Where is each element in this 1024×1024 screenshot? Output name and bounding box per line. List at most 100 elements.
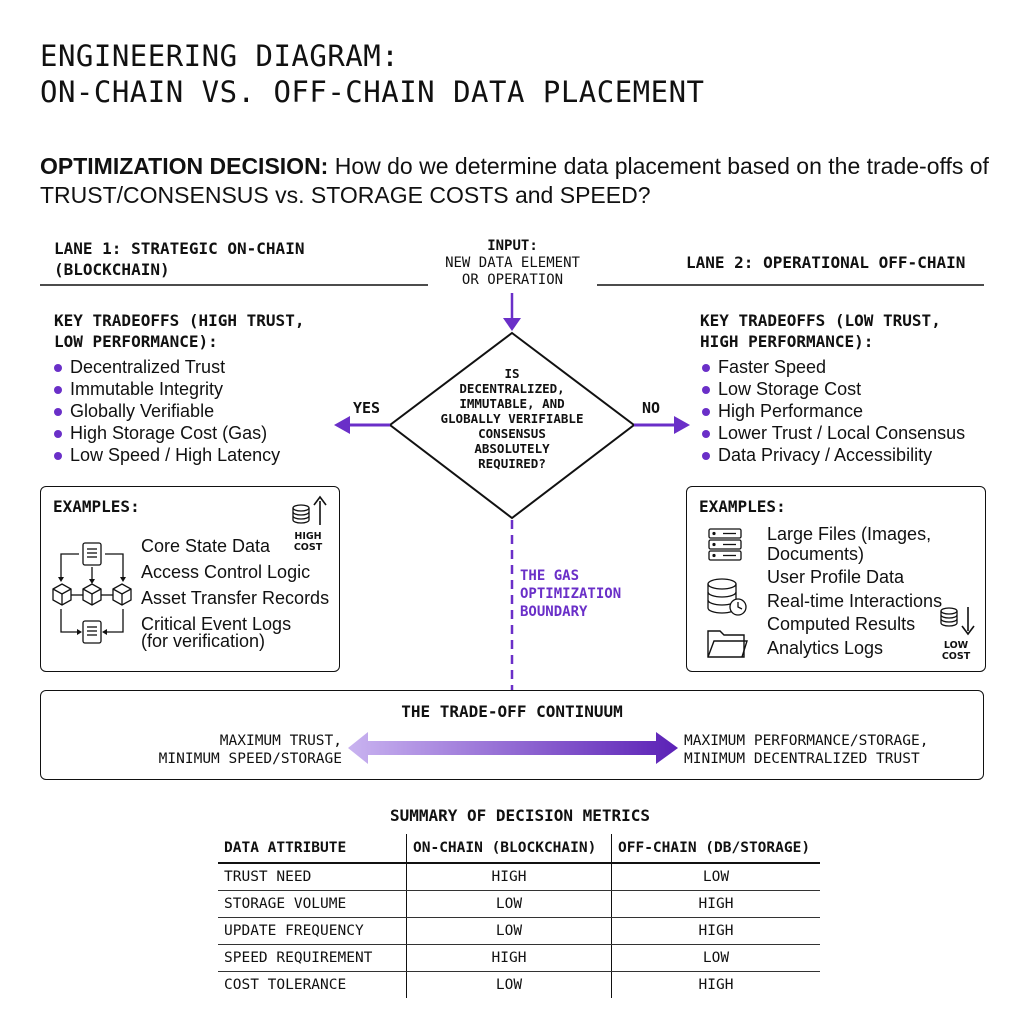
table-cell: UPDATE FREQUENCY <box>218 917 407 945</box>
gas-boundary-line3: BOUNDARY <box>520 604 588 620</box>
lane2-examples-list: Large Files (Images, Documents) User Pro… <box>767 523 942 660</box>
table-cell: STORAGE VOLUME <box>218 890 407 918</box>
list-item: Large Files (Images, <box>767 524 932 544</box>
list-item: Faster Speed <box>700 356 965 378</box>
list-item: (for verification) <box>141 631 266 651</box>
continuum-left-line2: MINIMUM SPEED/STORAGE <box>158 751 342 767</box>
decision-line: IMMUTABLE, AND <box>459 396 565 411</box>
input-label: INPUT: NEW DATA ELEMENT OR OPERATION <box>430 238 595 289</box>
list-item: Globally Verifiable <box>52 400 280 422</box>
lane2-tradeoffs-line2: HIGH PERFORMANCE): <box>700 332 874 351</box>
lane1-title: LANE 1: STRATEGIC ON-CHAIN (BLOCKCHAIN) <box>54 238 304 280</box>
lane2-tradeoffs-line1: KEY TRADEOFFS (LOW TRUST, <box>700 311 941 330</box>
yes-arrow-head <box>334 416 350 434</box>
continuum-box <box>40 690 984 780</box>
summary-table: DATA ATTRIBUTE ON-CHAIN (BLOCKCHAIN) OFF… <box>218 834 820 998</box>
continuum-left-label: MAXIMUM TRUST, MINIMUM SPEED/STORAGE <box>80 732 342 768</box>
table-cell: LOW <box>611 944 820 972</box>
lane2-title: LANE 2: OPERATIONAL OFF-CHAIN <box>686 253 966 272</box>
high-cost-badge: HIGH COST <box>287 531 329 553</box>
decision-line: REQUIRED? <box>478 456 546 471</box>
high-cost-label-2: COST <box>293 542 323 553</box>
lane1-tradeoffs-heading: KEY TRADEOFFS (HIGH TRUST, LOW PERFORMAN… <box>54 310 304 352</box>
gas-boundary-line1: THE GAS <box>520 568 580 584</box>
database-clock-icon <box>707 578 747 616</box>
folder-icon <box>707 630 748 658</box>
lane1-examples-list: Core State Data Access Control Logic Ass… <box>141 533 329 651</box>
table-row: UPDATE FREQUENCY LOW HIGH <box>218 917 820 945</box>
lane1-tradeoff-list: Decentralized Trust Immutable Integrity … <box>52 356 280 466</box>
list-item: Computed Results <box>767 614 916 634</box>
gas-boundary-line2: OPTIMIZATION <box>520 586 622 602</box>
document-icon <box>82 542 102 566</box>
table-cell: HIGH <box>698 977 734 993</box>
arrow-up-icon <box>313 495 327 525</box>
continuum-arrow <box>348 732 678 764</box>
table-cell: HIGH <box>406 863 612 891</box>
list-item: High Storage Cost (Gas) <box>52 422 280 444</box>
list-item: Lower Trust / Local Consensus <box>700 422 965 444</box>
lane1-tradeoffs-line2: LOW PERFORMANCE): <box>54 332 218 351</box>
decision-line: ABSOLUTELY <box>474 441 550 456</box>
list-item: User Profile Data <box>767 567 905 587</box>
table-cell: TRUST NEED <box>218 863 407 891</box>
list-item: Access Control Logic <box>141 562 311 582</box>
decision-question: IS DECENTRALIZED, IMMUTABLE, AND GLOBALL… <box>432 366 592 471</box>
list-item: Documents) <box>767 543 865 564</box>
title-line-2: ON-CHAIN VS. OFF-CHAIN DATA PLACEMENT <box>40 75 705 109</box>
decision-diamond <box>388 331 636 520</box>
table-cell: COST TOLERANCE <box>218 971 407 998</box>
cube-icon <box>112 583 132 606</box>
no-label: NO <box>642 399 661 417</box>
low-cost-label-2: COST <box>941 651 971 662</box>
input-line2: OR OPERATION <box>461 272 564 288</box>
continuum-right-line2: MINIMUM DECENTRALIZED TRUST <box>684 751 920 767</box>
input-arrow-head <box>503 318 521 331</box>
table-header-row: DATA ATTRIBUTE ON-CHAIN (BLOCKCHAIN) OFF… <box>218 834 820 864</box>
server-rack-icon <box>708 528 742 561</box>
continuum-title: THE TRADE-OFF CONTINUUM <box>401 702 623 721</box>
database-icon <box>940 607 958 627</box>
list-item: Data Privacy / Accessibility <box>700 444 965 466</box>
optimization-question: OPTIMIZATION DECISION: How do we determi… <box>40 152 1000 210</box>
lane1-examples-box: EXAMPLES: <box>40 486 340 672</box>
decision-line: IS <box>504 366 520 381</box>
list-item: Low Speed / High Latency <box>52 444 280 466</box>
blockchain-cluster-icon <box>52 542 132 644</box>
decision-line: DECENTRALIZED, <box>459 381 565 396</box>
low-cost-icon <box>940 607 975 636</box>
table-cell: LOW <box>406 890 612 918</box>
table-cell: HIGH <box>406 944 612 972</box>
list-item: High Performance <box>700 400 965 422</box>
table-cell: SPEED REQUIREMENT <box>218 944 407 972</box>
list-item: Core State Data <box>141 536 271 556</box>
header-cell: DATA ATTRIBUTE <box>218 834 407 864</box>
table-row: SPEED REQUIREMENT HIGH LOW <box>218 944 820 972</box>
page-title: ENGINEERING DIAGRAM: ON-CHAIN VS. OFF-CH… <box>40 38 705 110</box>
lane2-tradeoffs-heading: KEY TRADEOFFS (LOW TRUST, HIGH PERFORMAN… <box>700 310 941 352</box>
continuum-left-line1: MAXIMUM TRUST, <box>219 733 342 749</box>
gas-boundary-label: THE GAS OPTIMIZATION BOUNDARY <box>520 567 621 621</box>
summary-title: SUMMARY OF DECISION METRICS <box>389 806 651 825</box>
table-row: STORAGE VOLUME LOW HIGH <box>218 890 820 918</box>
high-cost-label-1: HIGH <box>294 531 322 542</box>
high-cost-icon <box>292 495 327 525</box>
cube-icon <box>82 583 102 606</box>
lane1-title-line2: (BLOCKCHAIN) <box>54 260 170 279</box>
input-line1: NEW DATA ELEMENT <box>445 255 580 271</box>
list-item: Immutable Integrity <box>52 378 280 400</box>
list-item: Asset Transfer Records <box>141 588 330 608</box>
database-icon <box>292 504 310 524</box>
question-lead: OPTIMIZATION DECISION: <box>40 153 329 179</box>
table-cell: LOW <box>406 917 612 945</box>
lane2-examples-box: EXAMPLES: Large Files (Images, Documents… <box>686 486 986 672</box>
header-cell: OFF-CHAIN (DB/STORAGE) <box>611 834 820 864</box>
lane1-title-line1: LANE 1: STRATEGIC ON-CHAIN <box>54 239 305 258</box>
list-item: Analytics Logs <box>767 637 884 658</box>
table-cell: LOW <box>406 971 612 998</box>
lane2-examples-title: EXAMPLES: <box>699 497 786 516</box>
table-cell: HIGH <box>611 917 820 945</box>
decision-line: GLOBALLY VERIFIABLE <box>440 411 584 426</box>
list-item: Real-time Interactions <box>767 590 943 611</box>
